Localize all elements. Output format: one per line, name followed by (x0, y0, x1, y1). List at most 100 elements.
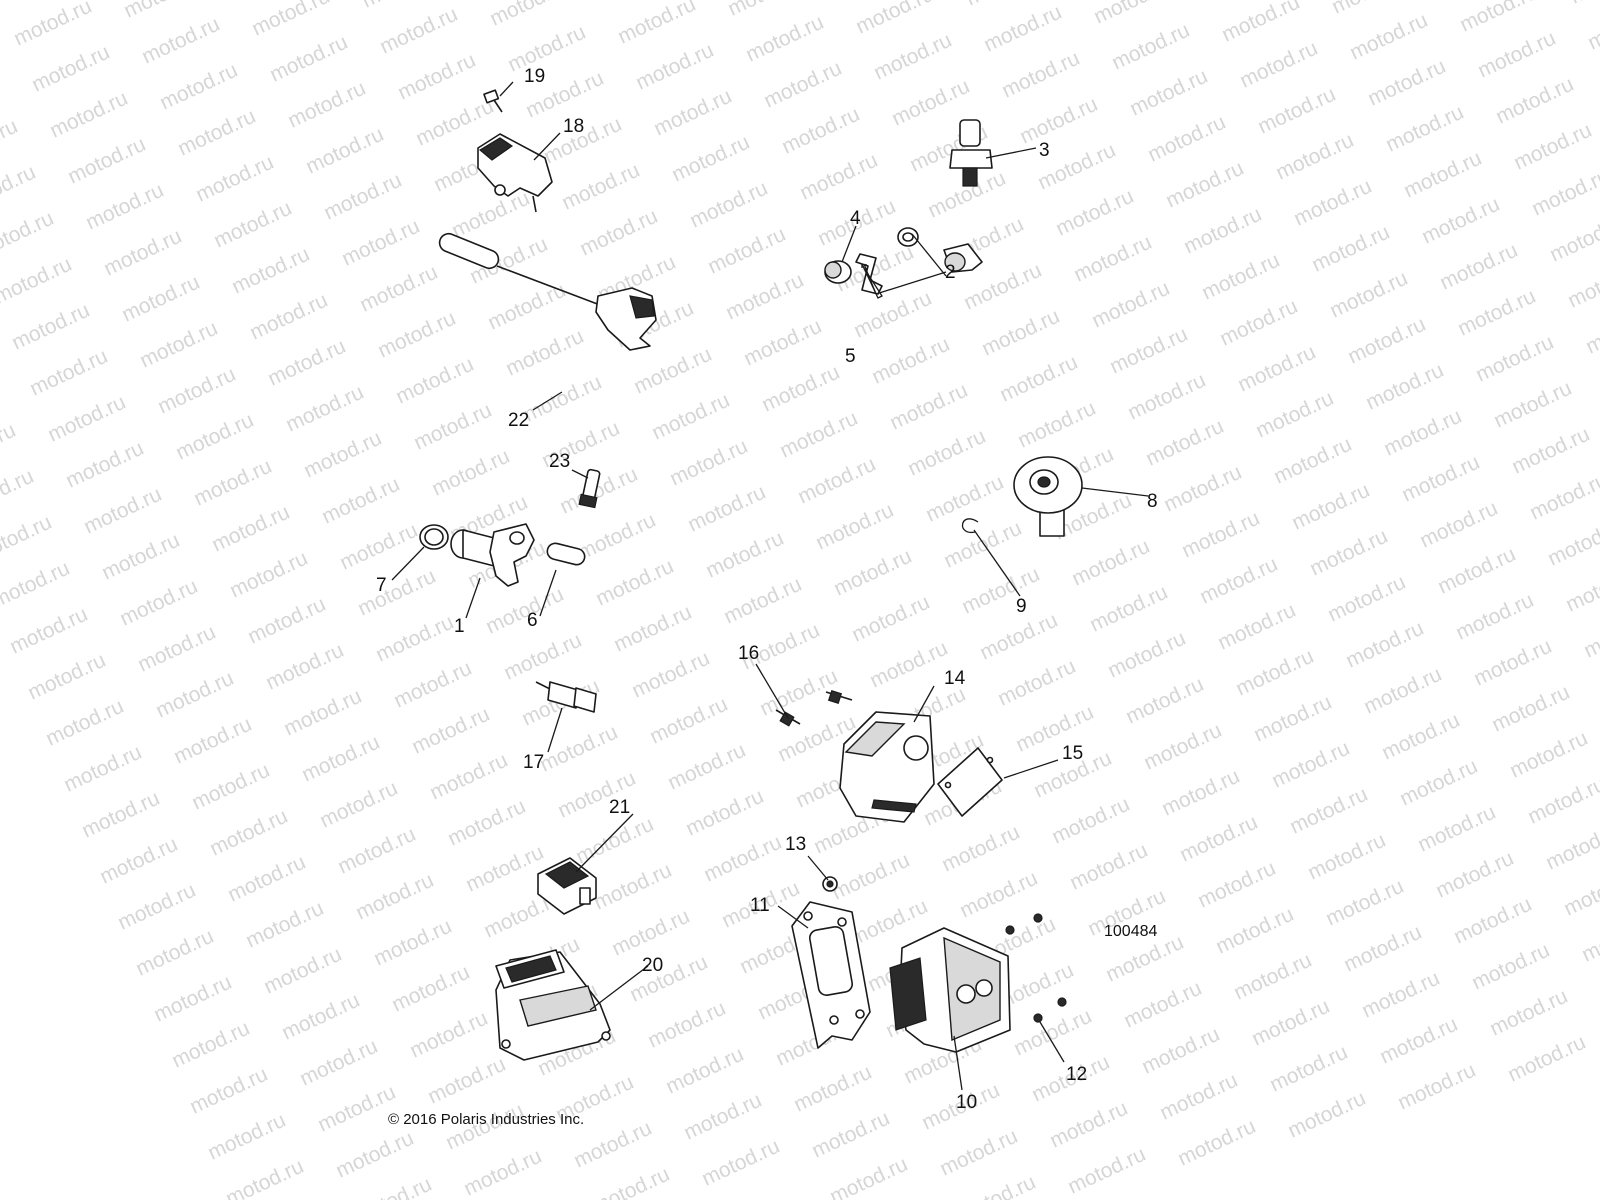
watermark-text: motod.ru (190, 455, 275, 511)
part-3-pressure-sensor[interactable] (949, 119, 993, 187)
part-22-speed-sensor[interactable] (437, 231, 657, 351)
watermark-text: motod.ru (700, 831, 785, 887)
watermark-text: motod.ru (1218, 0, 1303, 47)
part-12-screws[interactable] (1005, 913, 1067, 1023)
watermark-text: motod.ru (1104, 627, 1189, 683)
part-4-cap[interactable] (824, 260, 852, 284)
watermark-text: motod.ru (1398, 451, 1483, 507)
watermark-text: motod.ru (1012, 701, 1097, 757)
watermark-text: motod.ru (1582, 303, 1600, 359)
watermark-text: motod.ru (1290, 175, 1375, 231)
part-14-control-module[interactable] (839, 711, 935, 823)
watermark-text: motod.ru (666, 435, 751, 491)
watermark-text: motod.ru (1468, 939, 1553, 995)
part-8-knock-sensor[interactable] (1013, 456, 1083, 537)
watermark-text: motod.ru (1414, 801, 1499, 857)
callout-8: 8 (1147, 491, 1158, 512)
part-10-ecu[interactable] (889, 927, 1011, 1053)
watermark-text: motod.ru (370, 915, 455, 971)
watermark-text: motod.ru (632, 39, 717, 95)
watermark-text: motod.ru (100, 225, 185, 281)
part-21-relay[interactable] (537, 857, 597, 915)
watermark-text: motod.ru (1216, 295, 1301, 351)
watermark-text: motod.ru (1578, 911, 1600, 967)
watermark-text: motod.ru (222, 1155, 307, 1200)
callout-13: 13 (785, 834, 806, 855)
watermark-text: motod.ru (1584, 0, 1600, 55)
reference-number: 100484 (1104, 923, 1157, 940)
part-2-washer[interactable] (897, 227, 919, 247)
part-15-gasket[interactable] (937, 747, 1003, 817)
watermark-text: motod.ru (352, 869, 437, 925)
watermark-text: motod.ru (136, 317, 221, 373)
part-1-cam-sensor[interactable] (450, 523, 535, 587)
watermark-text: motod.ru (1052, 185, 1137, 241)
watermark-text: motod.ru (460, 1145, 545, 1200)
watermark-text: motod.ru (46, 87, 131, 143)
watermark-text: motod.ru (1528, 165, 1600, 221)
part-19-bolt[interactable] (483, 89, 503, 113)
watermark-text: motod.ru (1342, 617, 1427, 673)
watermark-text: motod.ru (1344, 313, 1429, 369)
watermark-text: motod.ru (262, 639, 347, 695)
watermark-text: motod.ru (980, 1, 1065, 57)
part-13-nut[interactable] (822, 876, 838, 892)
part-17-temp-sensor[interactable] (535, 681, 597, 713)
watermark-text: motod.ru (504, 21, 589, 77)
watermark-text: motod.ru (170, 713, 255, 769)
watermark-text: motod.ru (1346, 9, 1431, 65)
watermark-text: motod.ru (1432, 847, 1517, 903)
watermark-text: motod.ru (796, 149, 881, 205)
watermark-text: motod.ru (698, 1135, 783, 1191)
watermark-text: motod.ru (82, 179, 167, 235)
callout-21: 21 (609, 797, 630, 818)
watermark-text: motod.ru (998, 47, 1083, 103)
watermark-text: motod.ru (664, 739, 749, 795)
watermark-text: motod.ru (1418, 193, 1503, 249)
watermark-text: motod.ru (1306, 525, 1391, 581)
watermark-text: motod.ru (630, 343, 715, 399)
watermark-text: motod.ru (1504, 1031, 1589, 1087)
part-7-o-ring[interactable] (419, 524, 449, 550)
watermark-text: motod.ru (376, 3, 461, 59)
part-18-map-sensor[interactable] (477, 133, 553, 213)
watermark-text: motod.ru (26, 345, 111, 401)
watermark-text: motod.ru (150, 971, 235, 1027)
callout-1: 1 (454, 616, 465, 637)
watermark-text: motod.ru (1474, 27, 1559, 83)
watermark-text: motod.ru (1328, 0, 1413, 19)
watermark-text: motod.ru (572, 813, 657, 869)
watermark-text: motod.ru (390, 657, 475, 713)
watermark-text: motod.ru (1124, 369, 1209, 425)
part-6-dowel[interactable] (546, 542, 587, 567)
watermark-text: motod.ru (64, 133, 149, 189)
part-9-retainer-clip[interactable] (961, 518, 979, 533)
watermark-text: motod.ru (374, 307, 459, 363)
watermark-text: motod.ru (588, 1163, 673, 1200)
watermark-text: motod.ru (1214, 599, 1299, 655)
watermark-text: motod.ru (78, 787, 163, 843)
watermark-text: motod.ru (426, 749, 511, 805)
watermark-text: motod.ru (172, 409, 257, 465)
watermark-text: motod.ru (260, 943, 345, 999)
part-20-regulator[interactable] (495, 949, 611, 1061)
watermark-text: motod.ru (850, 287, 935, 343)
watermark-text: motod.ru (502, 325, 587, 381)
callout-22: 22 (508, 410, 529, 431)
watermark-text: motod.ru (1288, 479, 1373, 535)
watermark-text: motod.ru (1544, 515, 1600, 571)
watermark-text: motod.ru (938, 821, 1023, 877)
watermark-text: motod.ru (904, 425, 989, 481)
watermark-text: motod.ru (1566, 0, 1600, 9)
watermark-text: motod.ru (668, 131, 753, 187)
part-11-bracket[interactable] (791, 901, 871, 1049)
watermark-text: motod.ru (1456, 0, 1541, 37)
watermark-text: motod.ru (650, 85, 735, 141)
callout-6: 6 (527, 610, 538, 631)
watermark-text: motod.ru (412, 95, 497, 151)
watermark-text: motod.ru (0, 115, 21, 171)
watermark-text: motod.ru (168, 1017, 253, 1073)
watermark-text: motod.ru (886, 379, 971, 435)
watermark-text: motod.ru (1122, 673, 1207, 729)
watermark-text: motod.ru (1140, 719, 1225, 775)
